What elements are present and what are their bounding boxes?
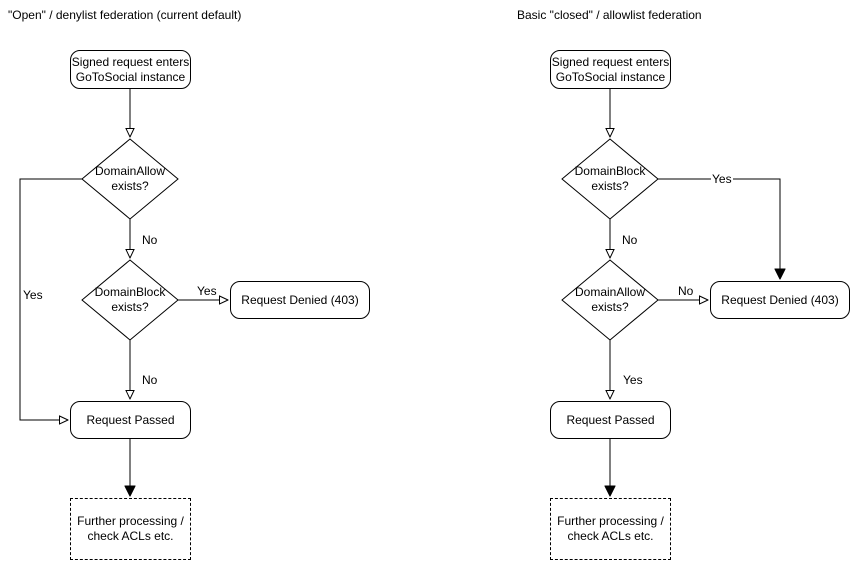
node-start-left-label: Signed request enters GoToSocial instanc…: [71, 54, 190, 84]
node-request-passed-left: Request Passed: [70, 401, 191, 439]
node-decision-domainblock-right-label: DomainBlock exists?: [574, 164, 646, 193]
node-decision-domainallow-right: DomainAllow exists?: [562, 279, 658, 321]
edge-label-right-block-yes: Yes: [711, 172, 733, 186]
node-request-passed-right: Request Passed: [550, 401, 671, 439]
node-request-denied-left-label: Request Denied (403): [241, 292, 359, 307]
node-further-processing-left: Further processing / check ACLs etc.: [70, 498, 191, 560]
edge-label-right-block-no: No: [621, 233, 639, 247]
node-request-denied-left: Request Denied (403): [230, 281, 370, 319]
node-request-denied-right: Request Denied (403): [710, 281, 850, 319]
node-start-right-label: Signed request enters GoToSocial instanc…: [551, 54, 670, 84]
left-chart-title: "Open" / denylist federation (current de…: [8, 8, 242, 22]
node-decision-domainblock-left-label: DomainBlock exists?: [94, 285, 166, 314]
node-further-processing-right-label: Further processing / check ACLs etc.: [557, 514, 664, 543]
node-request-passed-left-label: Request Passed: [86, 412, 175, 427]
node-decision-domainallow-left: DomainAllow exists?: [82, 158, 178, 200]
edge-label-left-block-no: No: [141, 373, 159, 387]
edge-label-left-block-yes: Yes: [196, 284, 218, 298]
node-decision-domainblock-right: DomainBlock exists?: [562, 158, 658, 200]
node-further-processing-right: Further processing / check ACLs etc.: [550, 498, 671, 560]
node-request-passed-right-label: Request Passed: [566, 412, 655, 427]
edge-label-right-allow-no: No: [677, 284, 695, 298]
edge-left-allow-yes-to-passed: [19, 178, 82, 420]
edge-label-left-allow-yes: Yes: [22, 288, 44, 302]
right-chart-title: Basic "closed" / allowlist federation: [517, 8, 702, 22]
edge-right-block-yes-to-denied: [658, 178, 780, 279]
node-decision-domainblock-left: DomainBlock exists?: [82, 279, 178, 321]
node-further-processing-left-label: Further processing / check ACLs etc.: [77, 514, 184, 543]
node-request-denied-right-label: Request Denied (403): [721, 292, 839, 307]
edge-label-left-allow-no: No: [141, 233, 159, 247]
node-decision-domainallow-left-label: DomainAllow exists?: [94, 164, 166, 193]
node-start-left: Signed request enters GoToSocial instanc…: [70, 50, 191, 89]
node-decision-domainallow-right-label: DomainAllow exists?: [574, 285, 646, 314]
node-start-right: Signed request enters GoToSocial instanc…: [550, 50, 671, 89]
edge-label-right-allow-yes: Yes: [622, 373, 644, 387]
